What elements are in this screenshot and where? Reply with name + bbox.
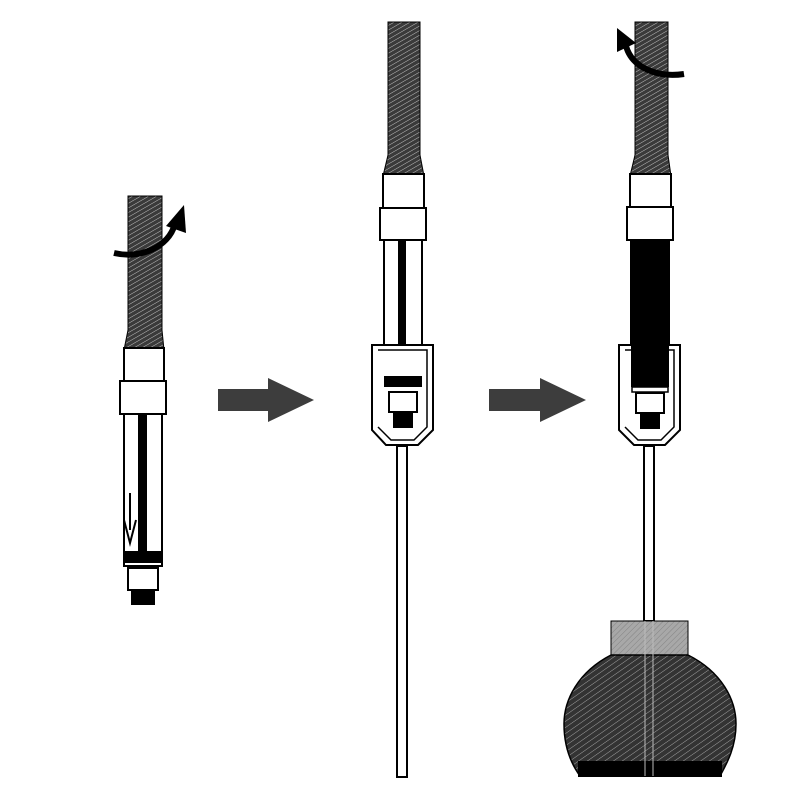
step-2-tip: [393, 412, 413, 428]
step-3-shaft: [643, 445, 655, 622]
step-2-tip-ring: [388, 391, 418, 413]
right-arrow-icon: [218, 378, 314, 422]
step-2-cable: [382, 21, 425, 177]
step-3-weight-base: [578, 761, 722, 777]
step-3-ferrule: [629, 173, 672, 209]
step-3-weight-collar: [610, 620, 689, 656]
step-2-inner-rod: [398, 240, 406, 374]
step-1-inner-rod: [138, 414, 147, 554]
step-3-cable: [629, 21, 672, 177]
step-1-tip: [131, 589, 155, 605]
step-3-weight-bulb: [563, 654, 737, 777]
step-2-assembly: [371, 21, 434, 778]
step-1-bottom-band: [124, 551, 162, 563]
step-1-assembly: [113, 195, 186, 605]
step-2-cup-inner: [377, 349, 428, 441]
step-2-collar: [379, 207, 427, 241]
step-1-cable: [123, 195, 165, 351]
step-3-collar: [626, 206, 674, 241]
step-3-lock-ring: [631, 386, 669, 393]
clockwise-arrow-icon: [113, 205, 186, 258]
step-1-ferrule: [123, 347, 165, 383]
step-2-shaft: [396, 445, 408, 778]
step-3-tip-ring: [635, 392, 665, 414]
step-2-lock-band: [384, 376, 422, 387]
step-3-assembly: [563, 21, 737, 777]
step-3-sleeve-inside: [631, 345, 669, 387]
down-arrow-icon: [123, 493, 137, 547]
counterclockwise-arrow-icon: [617, 28, 685, 78]
step-3-tip: [640, 413, 660, 429]
step-1-collar: [119, 380, 167, 415]
right-arrow-icon: [489, 378, 586, 422]
step-1-tip-ring: [127, 567, 159, 591]
step-2-ferrule: [382, 173, 425, 209]
